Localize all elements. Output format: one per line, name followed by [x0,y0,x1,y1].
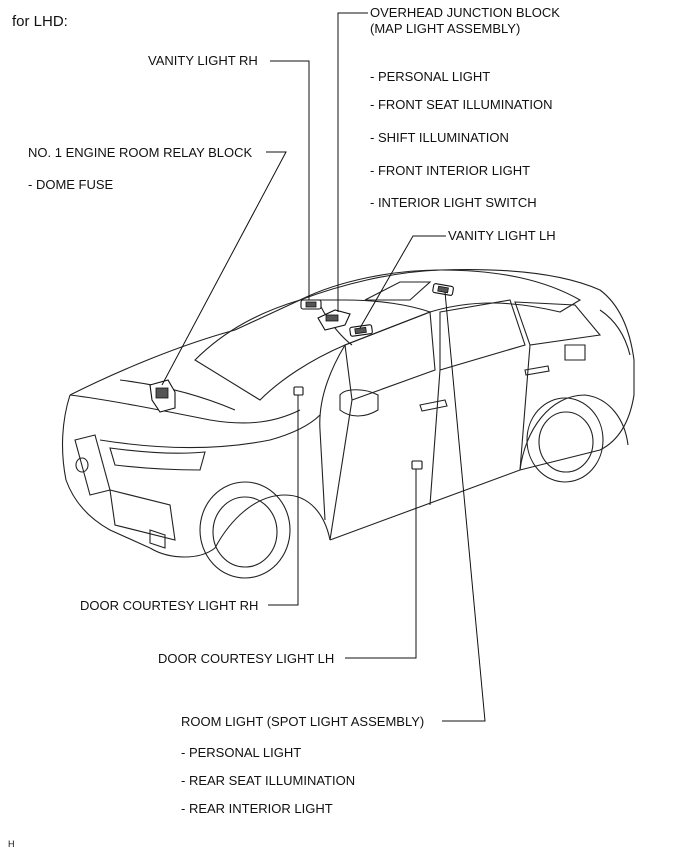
room-light-component [432,283,454,296]
leader-door-lh [345,469,417,659]
dome-fuse-label: - DOME FUSE [28,177,114,192]
vanity-light-lh-component [349,324,373,337]
room-light-label: ROOM LIGHT (SPOT LIGHT ASSEMBLY) [181,714,425,729]
vanity-light-rh-component [300,299,322,310]
map-light-assembly-label: (MAP LIGHT ASSEMBLY) [370,21,521,36]
overhead-item-front-interior-light: - FRONT INTERIOR LIGHT [370,163,531,178]
leader-overhead [337,12,368,312]
leader-door-rh [268,395,299,606]
corner-mark: H [8,839,15,849]
vanity-light-lh-label: VANITY LIGHT LH [448,228,556,243]
room-item-rear-seat-illumination: - REAR SEAT ILLUMINATION [181,773,356,788]
door-courtesy-light-rh-component [293,386,304,396]
overhead-junction-block-label: OVERHEAD JUNCTION BLOCK [370,5,560,20]
overhead-item-shift-illumination: - SHIFT ILLUMINATION [370,130,509,145]
relay-block-component [149,379,176,413]
leader-relay-block [161,151,287,386]
door-courtesy-light-rh-label: DOOR COURTESY LIGHT RH [80,598,259,613]
relay-block-label: NO. 1 ENGINE ROOM RELAY BLOCK [28,145,253,160]
variant-label: for LHD: [12,13,68,30]
overhead-item-interior-light-switch: - INTERIOR LIGHT SWITCH [370,195,537,210]
overhead-item-personal-light: - PERSONAL LIGHT [370,69,491,84]
door-courtesy-light-lh-label: DOOR COURTESY LIGHT LH [158,651,335,666]
leader-room-light [442,291,486,722]
overhead-junction-block-component [317,309,351,331]
door-courtesy-light-lh-component [411,460,423,470]
room-item-rear-interior-light: - REAR INTERIOR LIGHT [181,801,333,816]
vanity-light-rh-label: VANITY LIGHT RH [148,53,258,68]
overhead-item-front-seat-illumination: - FRONT SEAT ILLUMINATION [370,97,553,112]
leader-vanity-lh [359,235,446,329]
leader-vanity-rh [270,60,310,300]
car-illustration [61,268,635,579]
room-item-personal-light: - PERSONAL LIGHT [181,745,302,760]
